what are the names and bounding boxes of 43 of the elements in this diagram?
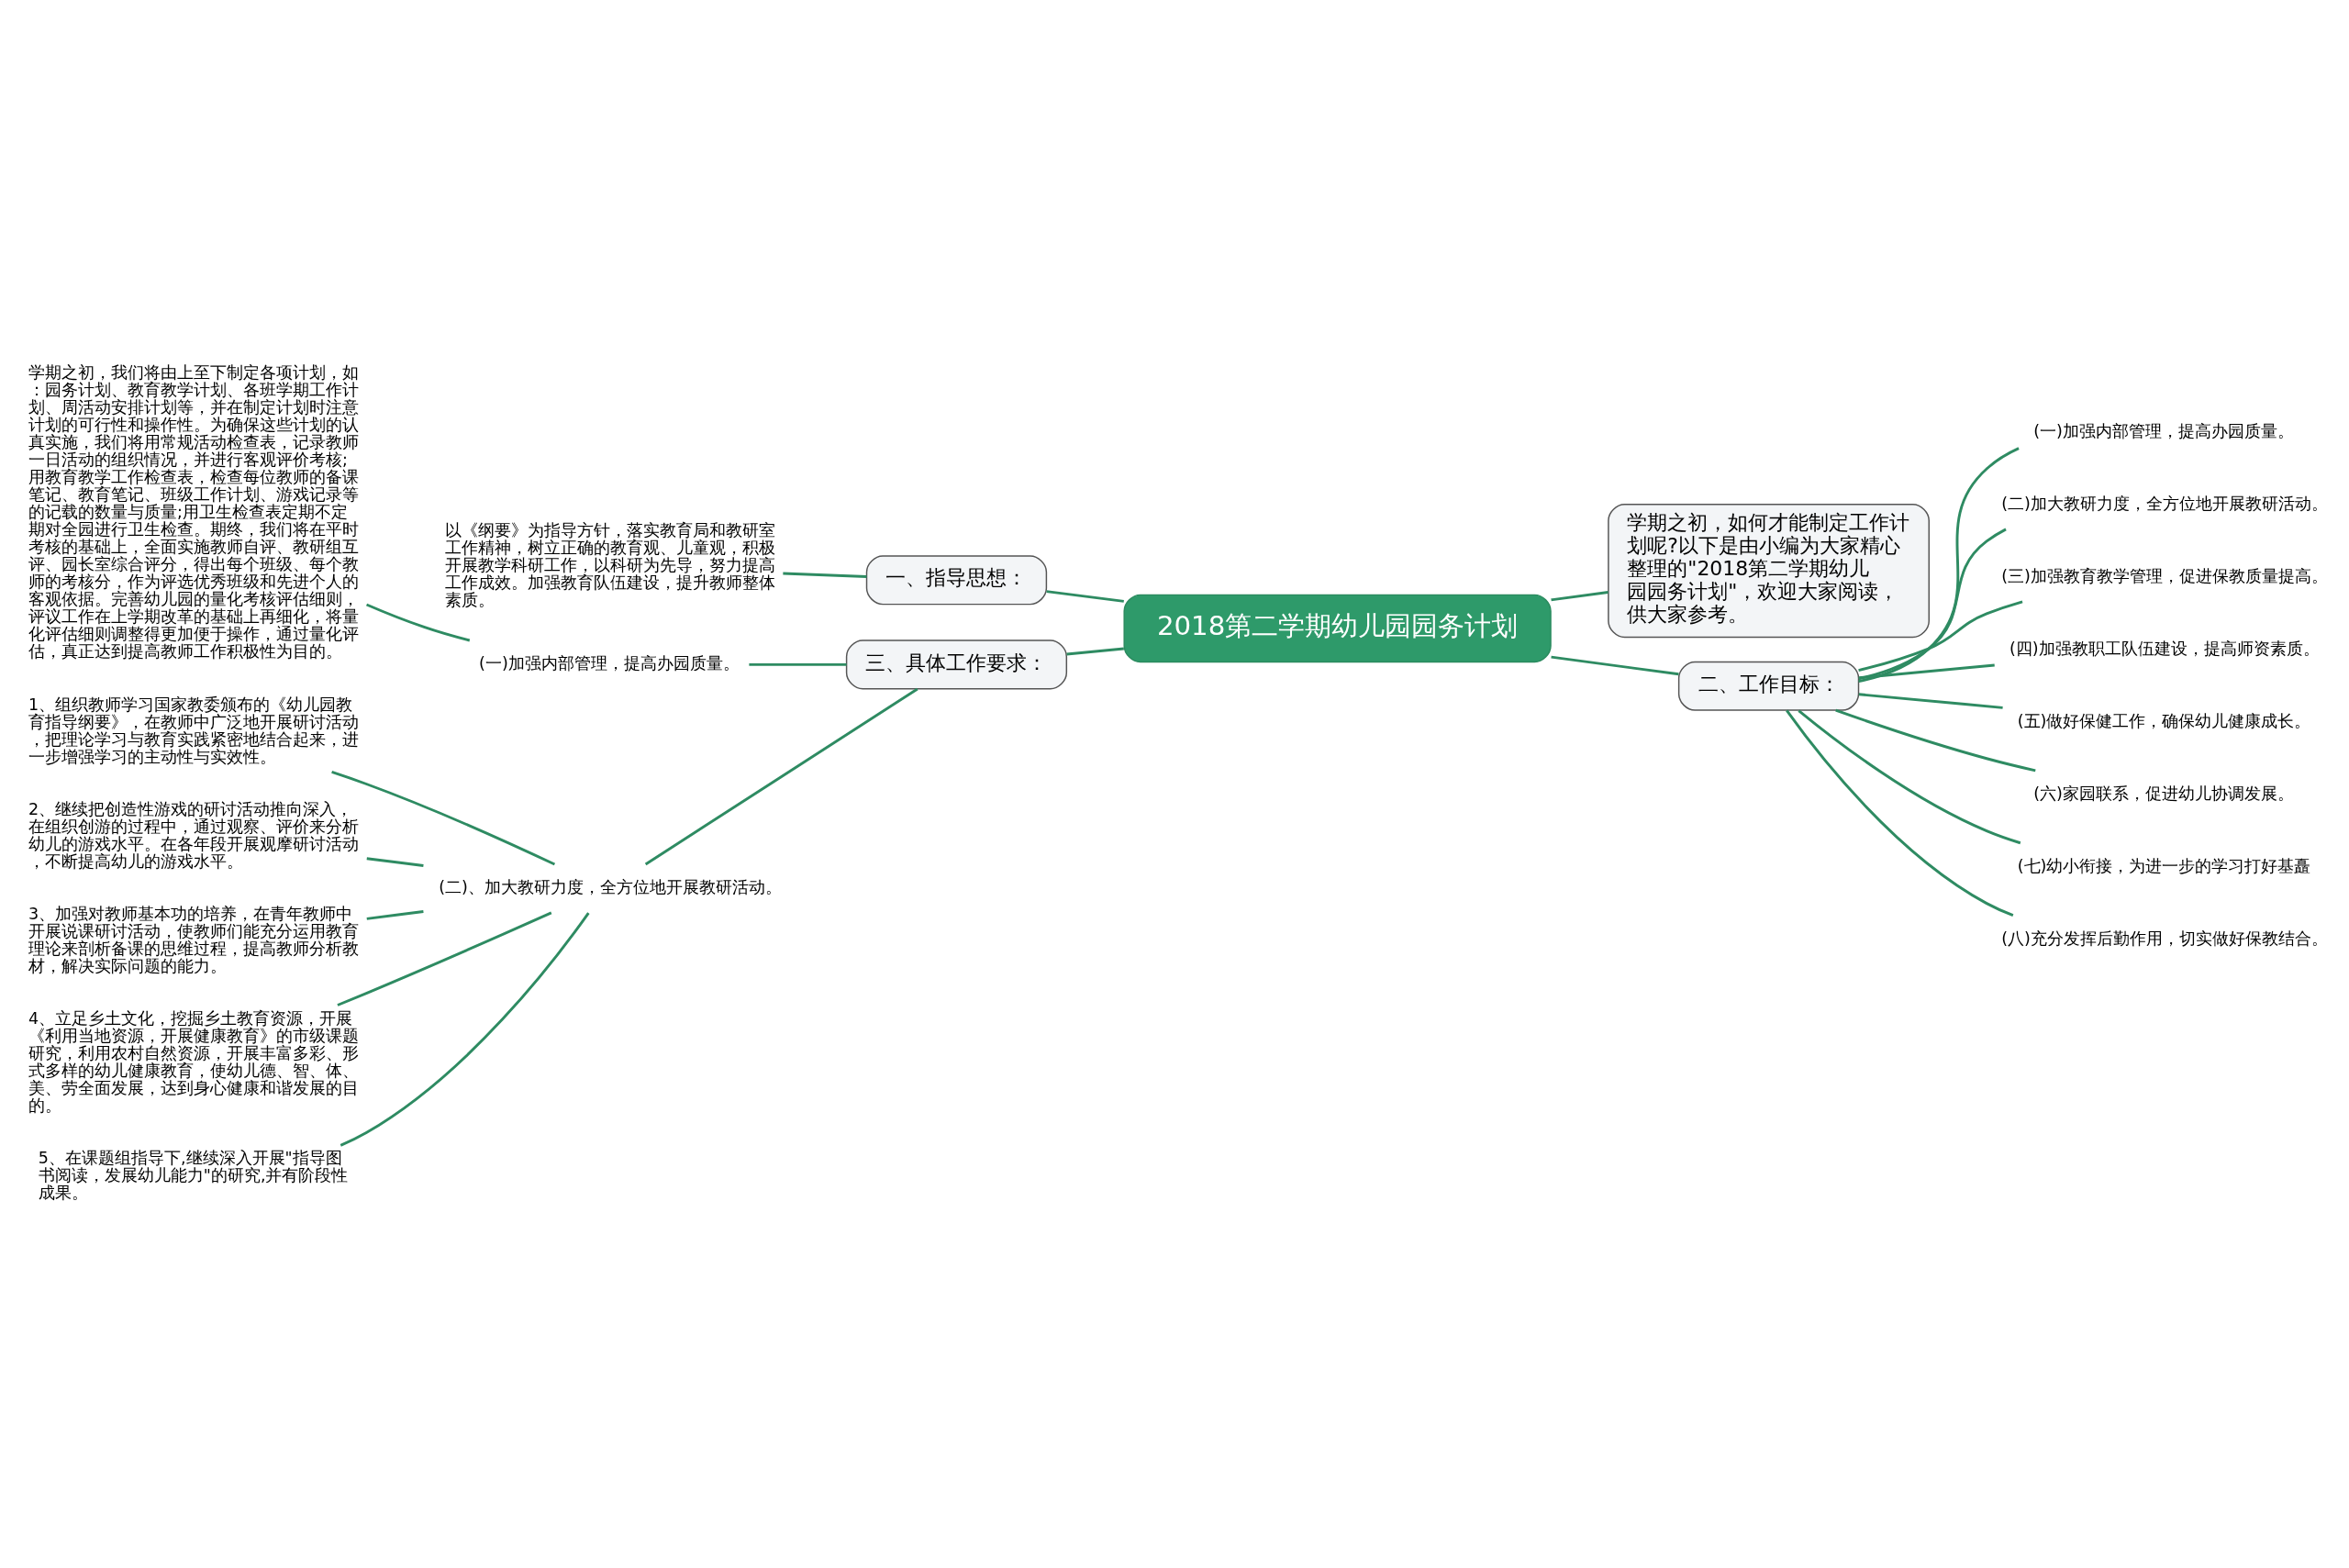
node-text: (一)加强内部管理，提高办园质量。 xyxy=(479,653,740,673)
node-text: 学期之初，我们将由上至下制定各项计划，如：园务计划、教育教学计划、各班学期工作计划、周活动安排计划等，并在制定计划时注意计划的可行性和操作性。为确保这些计划的认真实施，我们将用常规活动检查表，记录教师一日活动的组织情况，并进行客观评价考核;用教育教学工作检查表，检查每位教师的备课笔记、教育笔记、班级工作计划、游戏记录等的记载的数量与质量;用卫生检查表定期不定期对全园进行卫生检查。期终，我们将在平时考核的基础上，全面实施教师自评、教研组互评、园长室综合评分，得出每个班级、每个教师的考核分，作为评选优秀班级和先进个人的客观依据。完善幼儿园的量化考核评估细则，评议工作在上学期改革的基础上再细化，将量化评估细则调整得更加便于操作，通过量化评估，真正达到提高教师工作积极性为目的。 xyxy=(28,362,359,661)
node-text: (七)幼小衔接，为进一步的学习打好基矗 xyxy=(2017,856,2311,875)
connector xyxy=(783,572,867,579)
connector xyxy=(331,771,556,866)
node-box: 学期之初，如何才能制定工作计划呢?以下是由小编为大家精心整理的"2018第二学期幼儿园园务计划"，欢迎大家阅读，供大家参考。 xyxy=(1608,504,1930,639)
connector xyxy=(365,603,471,642)
node-box: 一、指导思想： xyxy=(865,555,1048,606)
connector xyxy=(1858,447,2020,684)
connector xyxy=(1551,591,1609,602)
connector xyxy=(1858,693,2003,709)
connector xyxy=(1858,663,1995,680)
connector xyxy=(337,911,552,1006)
node-text: (六)家园联系，促进幼儿协调发展。 xyxy=(2033,784,2294,803)
node-text: (三)加强教育教学管理，促进保教质量提高。 xyxy=(2001,566,2328,585)
connector xyxy=(1066,647,1124,656)
connector xyxy=(366,857,424,867)
connector xyxy=(340,912,590,1147)
node-text: (四)加强教职工队伍建设，提高师资素质。 xyxy=(2009,639,2320,658)
node-box: 三、具体工作要求： xyxy=(845,639,1068,690)
connector xyxy=(1046,590,1124,603)
node-box: 2018第二学期幼儿园园务计划 xyxy=(1123,594,1552,663)
node-text: 5、在课题组指导下,继续深入开展"指导图书阅读，发展幼儿能力"的研究,并有阶段性成果。 xyxy=(38,1149,349,1203)
node-text: (一)加强内部管理，提高办园质量。 xyxy=(2033,422,2294,441)
connector xyxy=(1551,655,1679,676)
node-box: 二、工作目标： xyxy=(1677,661,1860,711)
node-text: 以《纲要》为指导方针，落实教育局和教研室工作精神，树立正确的教育观、儿童观，积极开展教学科研工作，以科研为先导，努力提高工作成效。加强教育队伍建设，提升教师整体素质。 xyxy=(444,521,775,610)
node-text: (二)加大教研力度，全方位地开展教研活动。 xyxy=(2001,494,2328,513)
connector xyxy=(644,687,918,866)
node-text: 3、加强对教师基本功的培养，在青年教师中开展说课研讨活动，使教师们能充分运用教育理论来剖析备课的思维过程，提高教师分析教材，解决实际问题的能力。 xyxy=(28,904,359,975)
connector xyxy=(749,662,847,666)
connector xyxy=(1835,708,2036,773)
node-text: 1、组织教师学习国家教委颁布的《幼儿园教育指导纲要》，在教师中广泛地开展研讨活动，把理论学习与教育实践紧密地结合起来，进一步增强学习的主动性与实效性。 xyxy=(28,695,359,766)
connector xyxy=(1798,709,2021,845)
node-text: (五)做好保健工作，确保幼儿健康成长。 xyxy=(2017,711,2311,730)
connector xyxy=(1858,528,2007,681)
connector xyxy=(1858,600,2023,672)
node-text: 4、立足乡土文化，挖掘乡土教育资源，开展《利用当地资源，开展健康教育》的市级课题研究，利用农村自然资源，开展丰富多彩、形式多样的幼儿健康教育，使幼儿德、智、体、美、劳全面发展，达到身心健康和谐发展的目的。 xyxy=(28,1008,359,1115)
connector xyxy=(1786,709,2014,917)
node-text: 2、继续把创造性游戏的研讨活动推向深入，在组织创游的过程中，通过观察、评价来分析幼儿的游戏水平。在各年段开展观摩研讨活动，不断提高幼儿的游戏水平。 xyxy=(28,799,359,871)
connector xyxy=(366,910,424,920)
node-text: (二)、加大教研力度，全方位地开展教研活动。 xyxy=(439,878,782,897)
node-text: (八)充分发挥后勤作用，切实做好保教结合。 xyxy=(2001,929,2328,948)
